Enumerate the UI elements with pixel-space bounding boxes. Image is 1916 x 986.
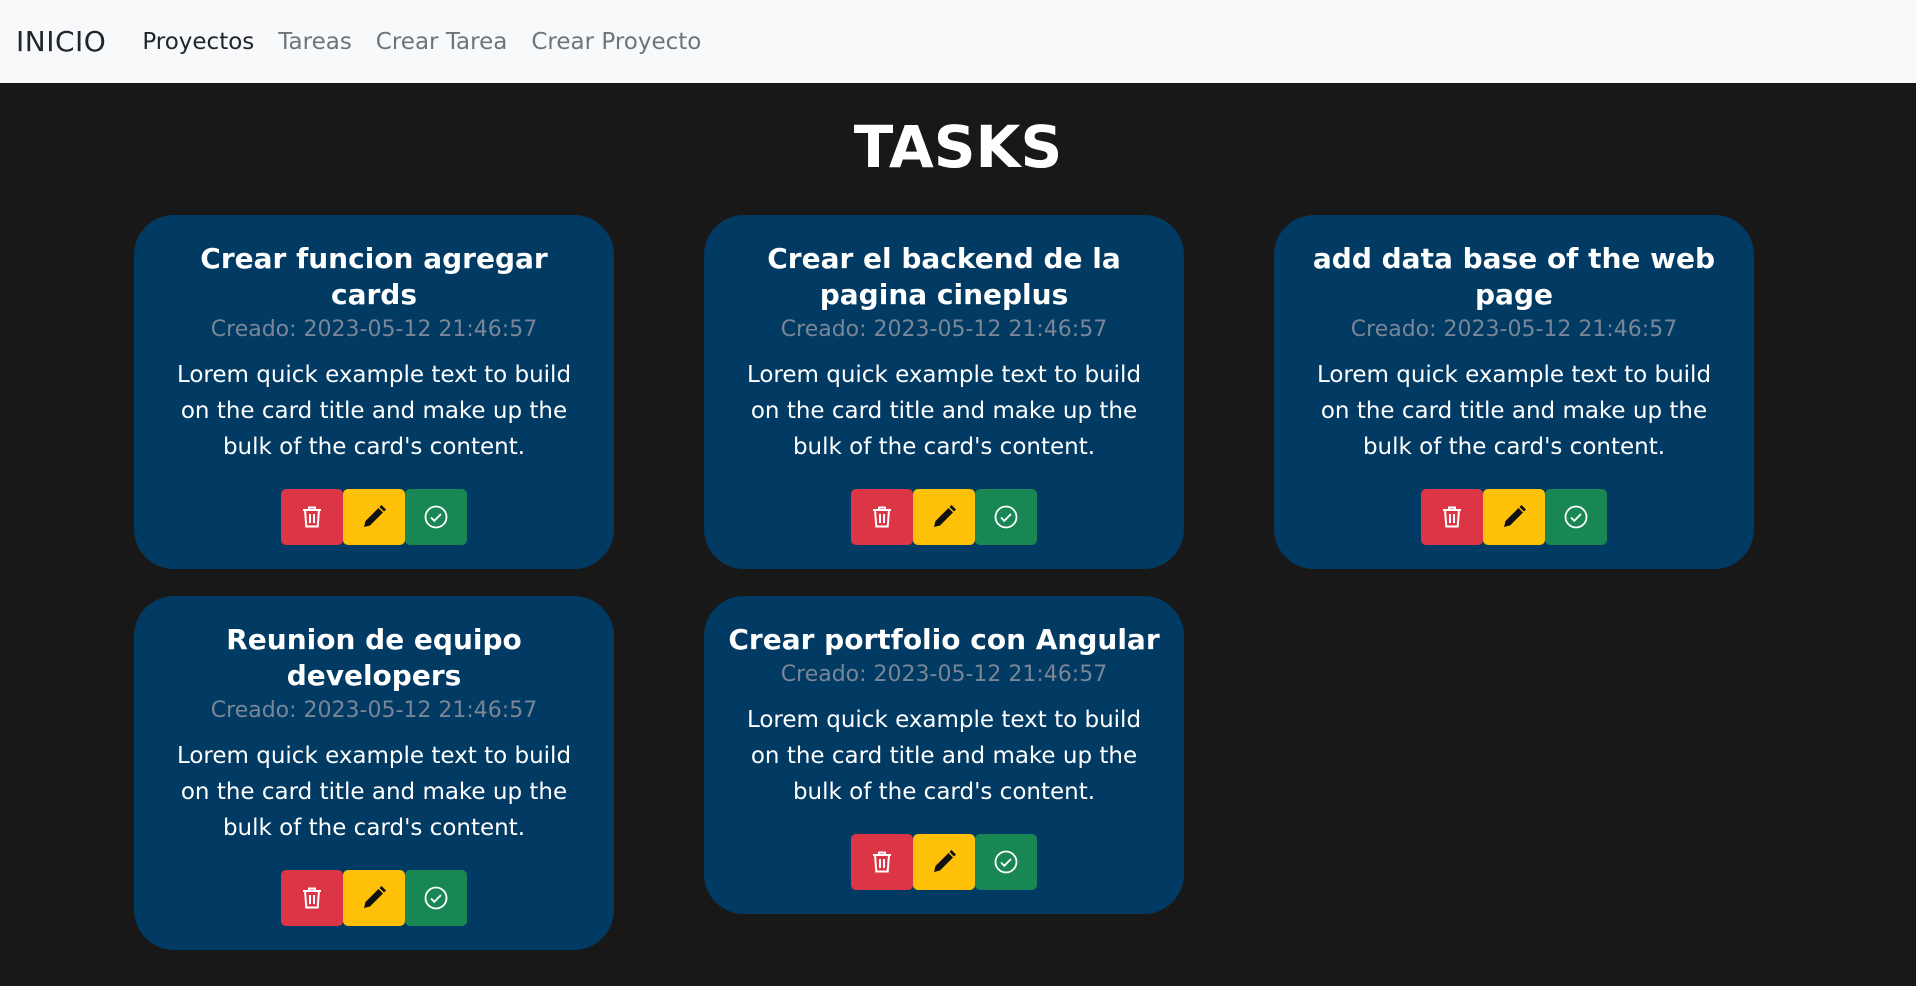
task-title: Crear funcion agregar cards [200,242,548,311]
nav-link-crear-proyecto[interactable]: Crear Proyecto [531,28,702,55]
complete-task-button[interactable] [405,489,467,545]
check-circle-icon [424,505,448,529]
task-description: Lorem quick example text to build on the… [746,362,1142,460]
task-created-date: Creado: 2023-05-12 21:46:57 [210,317,538,342]
complete-task-button[interactable] [975,834,1037,890]
navbar: INICIO Proyectos Tareas Crear Tarea Crea… [0,0,1916,83]
task-description: Lorem quick example text to build on the… [176,743,572,841]
task-card: add data base of the web page Creado: 20… [1274,215,1754,569]
task-card: Crear el backend de la pagina cineplus C… [704,215,1184,569]
trash-icon [873,851,891,873]
complete-task-button[interactable] [405,870,467,926]
task-card: Crear funcion agregar cards Creado: 2023… [134,215,614,569]
delete-task-button[interactable] [851,834,913,890]
check-circle-icon [1564,505,1588,529]
edit-task-button[interactable] [913,834,975,890]
pencil-icon [934,850,956,872]
nav-link-proyectos[interactable]: Proyectos [142,28,255,55]
edit-task-button[interactable] [343,870,405,926]
task-actions [158,870,590,926]
pencil-icon [364,886,386,908]
brand-link[interactable]: INICIO [16,25,107,58]
delete-task-button[interactable] [1421,489,1483,545]
task-actions [728,834,1160,890]
task-title: Crear portfolio con Angular [728,623,1160,656]
trash-icon [1443,506,1461,528]
task-created-date: Creado: 2023-05-12 21:46:57 [780,662,1108,687]
edit-task-button[interactable] [913,489,975,545]
task-created-date: Creado: 2023-05-12 21:46:57 [780,317,1108,342]
pencil-icon [364,505,386,527]
trash-icon [303,887,321,909]
task-actions [158,489,590,545]
task-created-date: Creado: 2023-05-12 21:46:57 [1350,317,1678,342]
nav-link-tareas[interactable]: Tareas [278,28,352,55]
trash-icon [873,506,891,528]
task-card: Reunion de equipo developers Creado: 202… [134,596,614,950]
task-description: Lorem quick example text to build on the… [1316,362,1712,460]
edit-task-button[interactable] [1483,489,1545,545]
page-title: TASKS [853,113,1063,181]
check-circle-icon [424,886,448,910]
task-description: Lorem quick example text to build on the… [176,362,572,460]
edit-task-button[interactable] [343,489,405,545]
nav-link-crear-tarea[interactable]: Crear Tarea [375,28,508,55]
task-title: Crear el backend de la pagina cineplus [767,242,1121,311]
delete-task-button[interactable] [281,489,343,545]
task-description: Lorem quick example text to build on the… [746,707,1142,805]
task-card: Crear portfolio con Angular Creado: 2023… [704,596,1184,914]
task-created-date: Creado: 2023-05-12 21:46:57 [210,698,538,723]
task-actions [728,489,1160,545]
delete-task-button[interactable] [851,489,913,545]
check-circle-icon [994,505,1018,529]
pencil-icon [934,505,956,527]
delete-task-button[interactable] [281,870,343,926]
pencil-icon [1504,505,1526,527]
task-title: Reunion de equipo developers [226,623,522,692]
task-actions [1298,489,1730,545]
trash-icon [303,506,321,528]
complete-task-button[interactable] [975,489,1037,545]
complete-task-button[interactable] [1545,489,1607,545]
check-circle-icon [994,850,1018,874]
task-title: add data base of the web page [1312,242,1716,311]
